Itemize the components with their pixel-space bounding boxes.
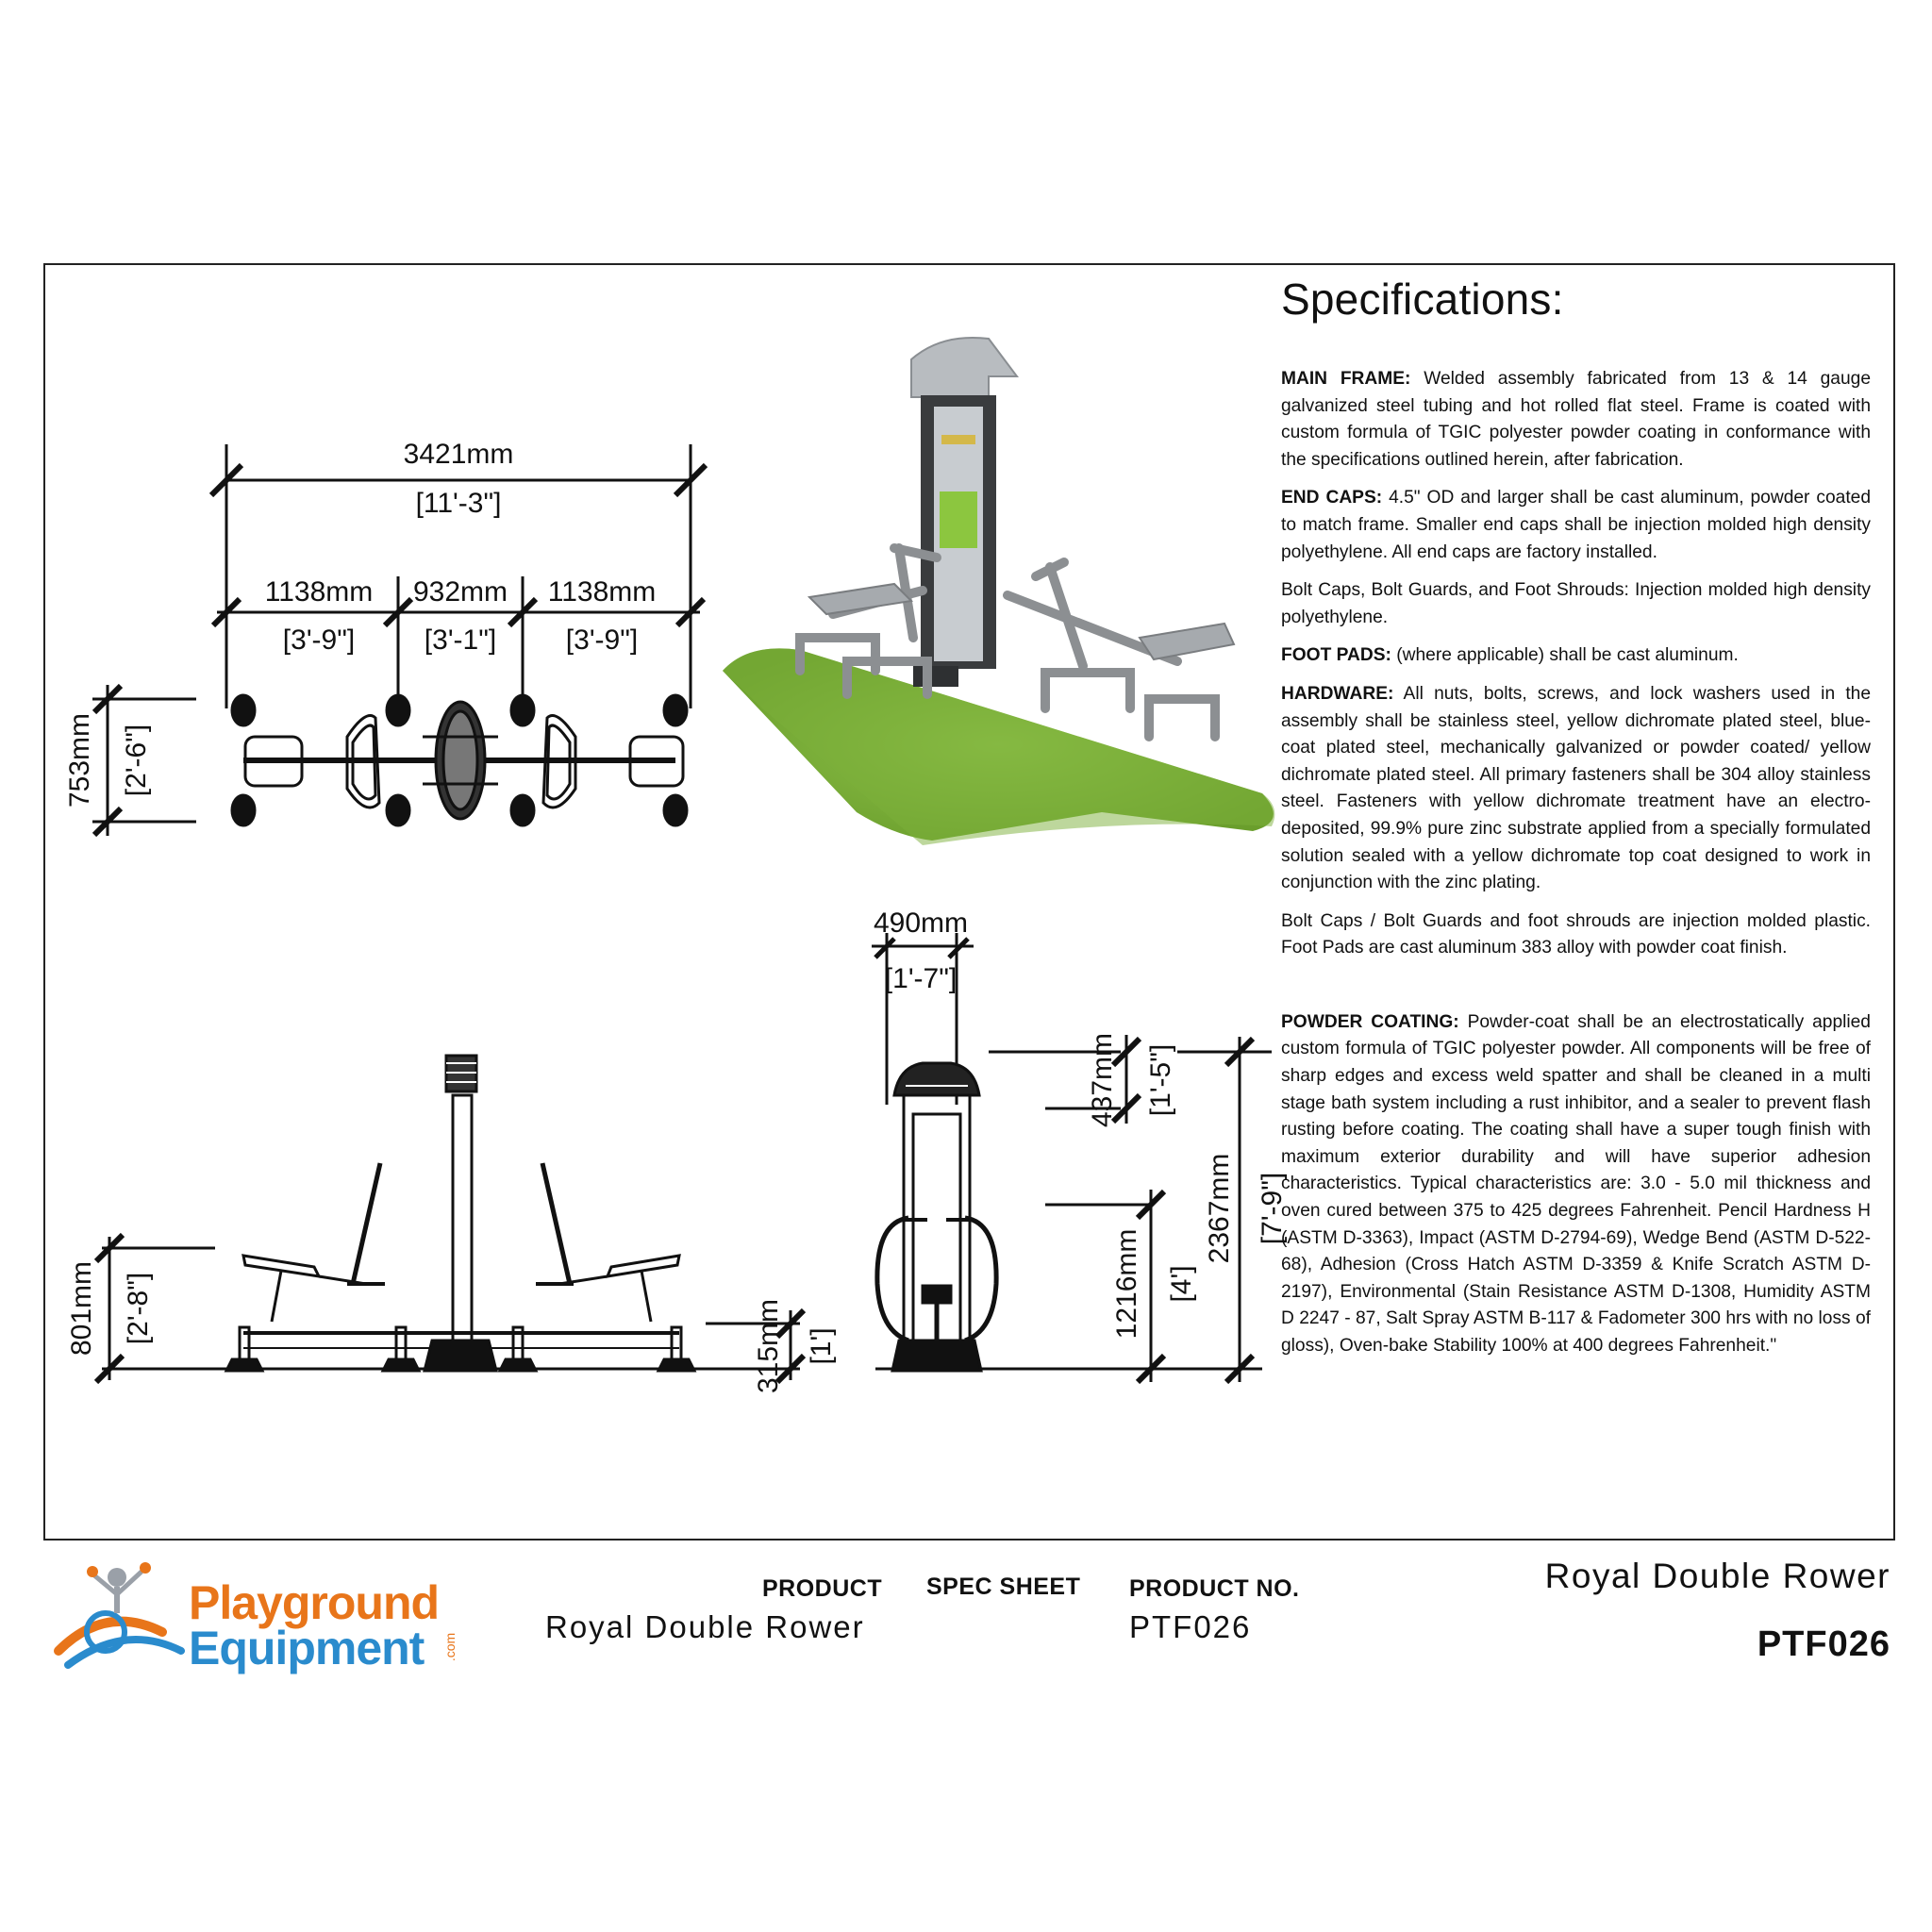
spec-bolt-caps-plastic: Bolt Caps / Bolt Guards and foot shrouds… [1281,910,1871,958]
front-width-mm: 490mm [874,908,968,939]
logo-mascot-icon [54,1562,185,1669]
front-width-ft: [1'-7"] [885,963,957,994]
playground-equipment-logo[interactable]: Playground Equipment .com [49,1547,458,1679]
total-height-ft: [7'-9"] [1257,1173,1288,1244]
sheet-frame [43,263,1895,1541]
left-segment-ft: [3'-9"] [283,625,355,656]
sheet-title: Royal Double Rower [1544,1557,1890,1595]
seat-height-mm: 801mm [66,1261,97,1356]
overall-length-mm: 3421mm [404,439,514,470]
handle-height-mm: 1216mm [1111,1229,1142,1340]
drawing-area: 3421mm [11'-3"] 1138mm [3'-9"] 932mm [3'… [45,265,1288,1539]
roof-height-mm: 437mm [1087,1033,1118,1127]
depth-ft: [2'-6"] [121,724,152,796]
spec-bolt-caps: Bolt Caps, Bolt Guards, and Foot Shrouds… [1281,580,1871,627]
overall-length-ft: [11'-3"] [416,488,502,519]
front-view [872,933,1272,1385]
base-height-mm: 315mm [753,1299,784,1393]
specifications-title: Specifications: [1281,275,1564,324]
footer: Playground Equipment .com PRODUCT Royal … [0,1547,1932,1679]
spacer [1281,974,1871,1009]
seat-height-ft: [2'-8"] [123,1273,154,1344]
product-render [723,336,1275,845]
base-height-ft: [1'] [806,1327,837,1364]
product-label: PRODUCT [762,1575,883,1602]
roof-height-ft: [1'-5"] [1145,1044,1176,1116]
spec-hardware: HARDWARE: All nuts, bolts, screws, and l… [1281,683,1871,893]
handle-height-ft: [4'] [1166,1265,1197,1302]
center-segment-mm: 932mm [413,576,508,608]
sheet-product-code: PTF026 [1757,1624,1890,1664]
logo-text-equipment: Equipment [189,1622,425,1674]
top-view [92,444,708,838]
product-value: Royal Double Rower [545,1609,865,1644]
right-segment-mm: 1138mm [548,576,657,608]
total-height-mm: 2367mm [1204,1154,1235,1264]
spec-powder-coating: POWDER COATING: Powder-coat shall be an … [1281,1011,1871,1356]
product-no-label: PRODUCT NO. [1129,1575,1300,1602]
spec-main-frame: MAIN FRAME: Welded assembly fabricated f… [1281,369,1871,470]
logo-text-com: .com [442,1632,458,1662]
spec-end-caps: END CAPS: 4.5" OD and larger shall be ca… [1281,488,1871,562]
side-view [93,1054,807,1385]
product-no-value: PTF026 [1129,1609,1252,1644]
spec-foot-pads: FOOT PADS: (where applicable) shall be c… [1281,645,1739,666]
left-segment-mm: 1138mm [265,576,374,608]
right-segment-ft: [3'-9"] [566,625,638,656]
center-segment-ft: [3'-1"] [425,625,496,656]
technical-drawings: 3421mm [11'-3"] 1138mm [3'-9"] 932mm [3'… [64,336,1288,1393]
specifications-panel: Specifications: MAIN FRAME: Welded assem… [1281,274,1871,1372]
logo-text-playground: Playground [189,1576,440,1629]
spec-sheet-label: SPEC SHEET [926,1574,1081,1600]
depth-mm: 753mm [64,713,95,808]
